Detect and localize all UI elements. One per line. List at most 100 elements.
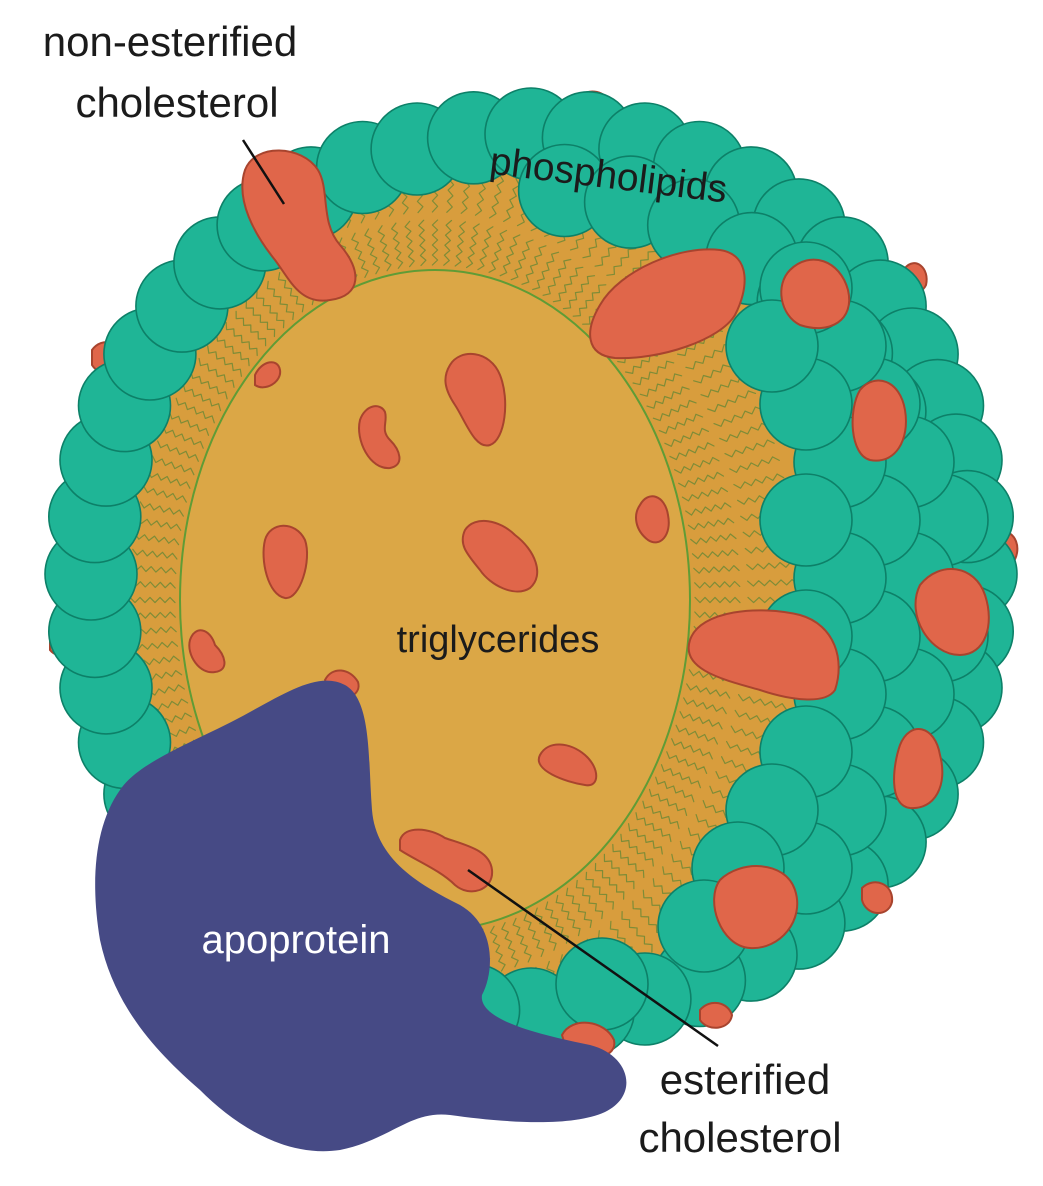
lipid-tail — [575, 879, 604, 920]
lipid-tail — [256, 290, 285, 329]
lipid-tail — [143, 485, 187, 503]
lipid-tail — [686, 683, 731, 699]
lipid-tail — [510, 239, 534, 281]
lipid-tail — [639, 373, 683, 397]
lipid-tail — [660, 764, 701, 789]
lipid-tail — [136, 517, 182, 531]
lipid-tail — [489, 925, 506, 972]
lipid-tail — [674, 456, 720, 474]
lipid-tail — [669, 442, 715, 461]
lipid-tail — [190, 370, 228, 400]
lipid-tail — [648, 788, 688, 816]
lipid-tail — [157, 440, 199, 462]
lipid-tail — [454, 221, 466, 267]
label-esterified-cholesterol-line1: esterified — [660, 1056, 830, 1103]
apoprotein-shape — [95, 680, 627, 1152]
lipid-tail — [747, 579, 799, 587]
cholesterol-molecule — [687, 609, 840, 701]
non-esterified-cholesterol-molecule — [241, 149, 357, 302]
lipid-tail — [152, 455, 195, 476]
lipid-tail — [139, 501, 184, 517]
lipid-tail — [377, 225, 392, 272]
lipid-tail — [477, 226, 494, 271]
leader-line-esterified-cholesterol — [467, 868, 719, 1048]
lipid-tail — [685, 502, 732, 516]
lipid-tail — [729, 456, 780, 473]
lipid-tail — [594, 862, 625, 900]
lipid-tail — [545, 901, 569, 944]
lipid-tail — [131, 640, 179, 651]
lipid-tail — [658, 413, 704, 434]
lipid-tail — [132, 548, 178, 560]
lipid-tail — [719, 422, 770, 442]
lipid-tail — [235, 310, 267, 347]
label-esterified-cholesterol-line2: cholesterol — [638, 1114, 841, 1161]
lipid-tail — [404, 220, 415, 268]
lipid-tail — [129, 596, 176, 604]
lipid-tail — [620, 833, 654, 867]
cholesterol-molecule — [851, 379, 907, 462]
lipid-tail — [512, 917, 532, 963]
lipid-tail — [691, 549, 739, 560]
cholesterol-molecule — [635, 495, 670, 544]
cholesterol-molecule — [713, 865, 799, 950]
lipid-tail — [542, 258, 572, 296]
esterified-cholesterol-molecule — [399, 828, 494, 893]
lipid-tail — [532, 251, 560, 291]
lipid-tail — [565, 887, 593, 928]
label-non-esterified-cholesterol-line2: cholesterol — [75, 79, 278, 126]
lipid-tail — [671, 738, 713, 760]
label-apoprotein: apoprotein — [201, 918, 390, 962]
cholesterol-molecule — [188, 629, 226, 674]
lipid-tail — [683, 697, 727, 715]
lipid-tail — [724, 439, 775, 458]
cholesterol-molecule — [699, 1001, 734, 1029]
cholesterol-molecule — [914, 568, 990, 657]
lipid-tail — [632, 360, 675, 386]
phospholipid-head — [555, 937, 649, 1031]
cholesterol-molecule — [444, 352, 507, 447]
lipid-tail — [612, 843, 645, 879]
cholesterol-molecule — [262, 524, 309, 599]
lipid-tail — [738, 694, 788, 711]
lipid-tail — [266, 280, 295, 321]
lipid-tail — [130, 564, 177, 575]
lipid-tail — [488, 229, 508, 273]
cholesterol-molecule — [861, 881, 894, 914]
cholesterol-molecule — [893, 728, 944, 810]
lipid-tail — [678, 471, 725, 488]
label-triglycerides: triglycerides — [397, 619, 600, 661]
lipid-tail — [675, 724, 718, 745]
phospholipid-head — [759, 473, 853, 567]
lipid-tail — [707, 390, 757, 413]
lipid-tail — [621, 911, 653, 953]
cholesterol-front-group — [188, 149, 990, 1060]
lipid-tail — [521, 245, 547, 285]
lipid-tail — [198, 357, 235, 388]
lipid-tail — [175, 397, 215, 424]
lipid-tail — [679, 711, 723, 730]
lipid-tail — [391, 222, 404, 269]
cholesterol-molecule — [537, 743, 598, 787]
label-non-esterified-cholesterol-line1: non-esterified — [43, 18, 297, 65]
lipid-tail — [207, 345, 242, 377]
lipid-tail — [182, 384, 222, 412]
lipid-tail — [216, 333, 250, 367]
lipid-tail — [443, 219, 453, 266]
cholesterol-molecule — [461, 519, 539, 593]
lipid-tail — [690, 533, 737, 545]
lipid-tail — [693, 565, 740, 574]
lipid-tail — [129, 580, 176, 589]
lipid-tail — [489, 169, 507, 219]
lipid-tail — [642, 800, 680, 830]
lipid-tail — [351, 232, 369, 278]
lipid-tail — [552, 266, 584, 303]
lipid-tail — [694, 596, 741, 604]
lipid-tail — [681, 487, 728, 502]
lipid-tail — [418, 219, 427, 267]
lipid-tail — [534, 907, 557, 951]
lipid-tail — [635, 812, 672, 843]
leader-line-non-esterified-cholesterol — [241, 139, 286, 205]
lipid-tail — [694, 580, 741, 589]
lipid-tail — [134, 532, 180, 546]
